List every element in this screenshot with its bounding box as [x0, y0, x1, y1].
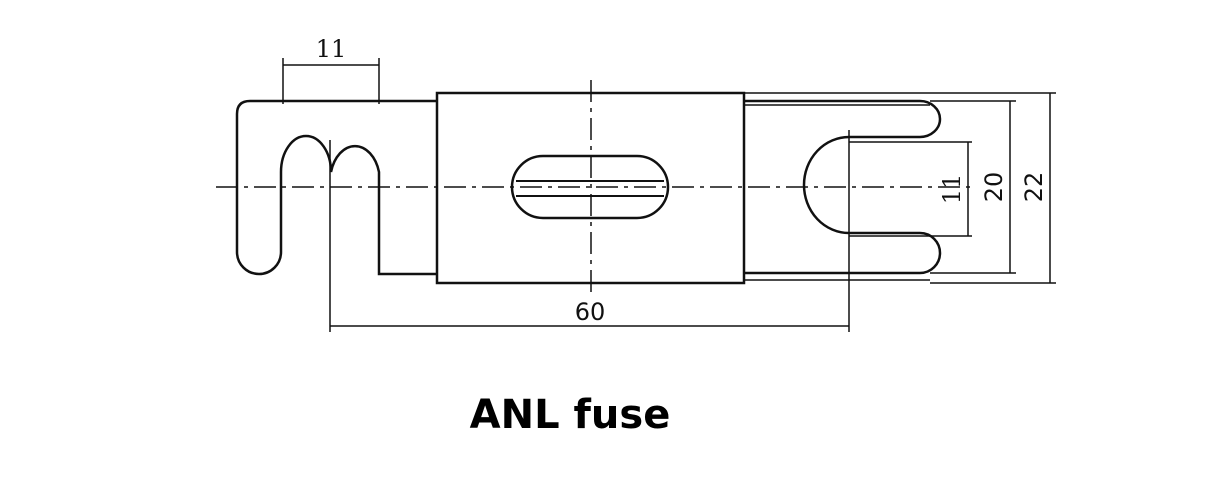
diagram-caption: ANL fuse	[469, 392, 671, 438]
right-terminal-outline	[744, 99, 942, 275]
dim-label-inner-slot: 11	[938, 174, 966, 205]
dim-label-terminal-slot: 11	[316, 35, 347, 63]
dim-label-fork-width: 20	[980, 172, 1008, 203]
dim-label-overall-width: 22	[1020, 172, 1048, 203]
left-terminal-outline	[235, 99, 437, 276]
dim-label-hole-spacing: 60	[575, 298, 606, 326]
